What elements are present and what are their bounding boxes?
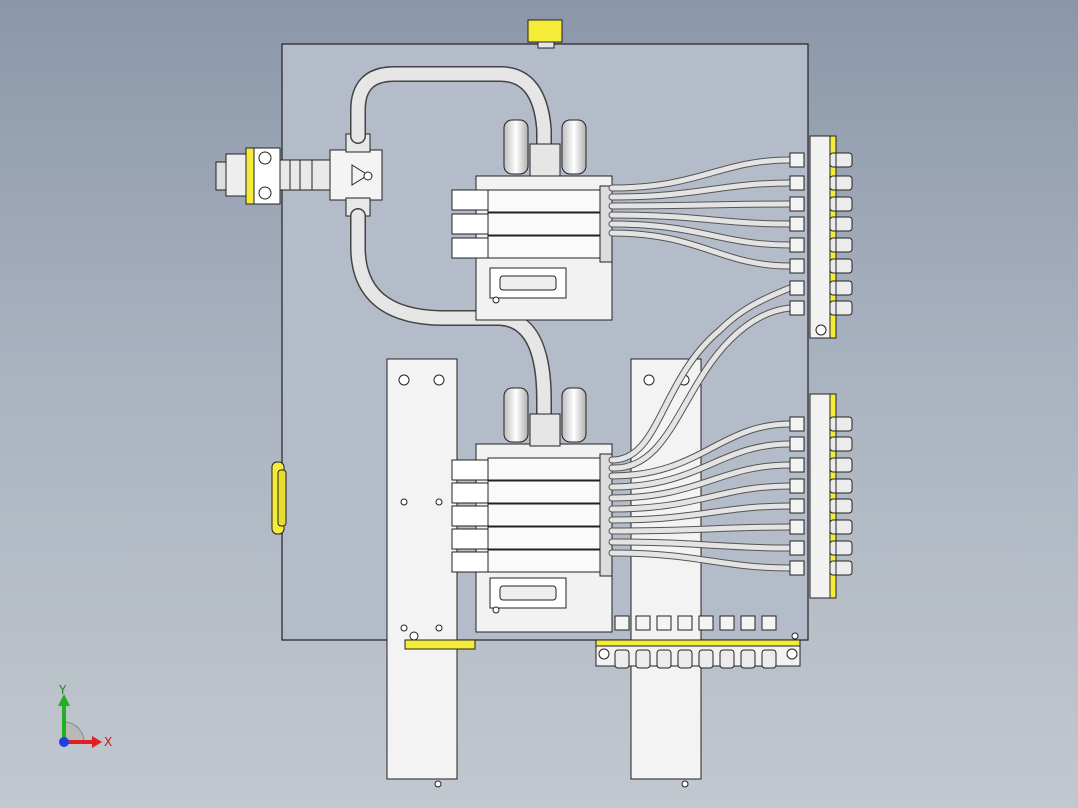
push-in-fitting[interactable] [789, 519, 853, 535]
side-cable-gland[interactable] [271, 461, 287, 535]
push-in-fitting[interactable] [789, 416, 853, 432]
tube [608, 179, 794, 201]
bottom-bracket-left[interactable] [404, 639, 476, 650]
tube [608, 420, 794, 480]
tube [608, 502, 794, 524]
push-in-fitting[interactable] [719, 615, 735, 669]
push-in-fitting[interactable] [656, 615, 672, 669]
push-in-fitting[interactable] [698, 615, 714, 669]
tube [608, 211, 794, 228]
supply-hoses [350, 66, 552, 428]
push-in-fitting[interactable] [789, 560, 853, 576]
push-in-fittings[interactable] [614, 152, 853, 669]
air-inlet-fitting[interactable] [215, 147, 331, 205]
tube [608, 482, 794, 513]
tube [608, 220, 794, 249]
push-in-fitting[interactable] [789, 216, 853, 232]
push-in-fitting[interactable] [740, 615, 756, 669]
tube [608, 440, 794, 491]
push-in-fitting[interactable] [789, 280, 853, 296]
tube [608, 304, 794, 472]
axis-triad: Y X [58, 684, 112, 749]
push-in-fitting[interactable] [677, 615, 693, 669]
push-in-fitting[interactable] [789, 237, 853, 253]
valve-manifold-lower[interactable] [451, 387, 613, 633]
tube [608, 549, 794, 572]
tube [608, 229, 794, 270]
tube [608, 538, 794, 552]
push-in-fitting[interactable] [635, 615, 651, 669]
push-in-fitting[interactable] [789, 152, 853, 168]
push-in-fitting[interactable] [789, 540, 853, 556]
push-in-fitting[interactable] [789, 457, 853, 473]
push-in-fitting[interactable] [789, 498, 853, 514]
tube [608, 156, 794, 192]
tube [608, 461, 794, 502]
push-in-fitting[interactable] [789, 196, 853, 212]
push-in-fitting[interactable] [789, 258, 853, 274]
push-in-fitting[interactable] [789, 300, 853, 316]
tube [608, 523, 794, 535]
push-in-fitting[interactable] [614, 615, 630, 669]
z-axis-dot [59, 737, 69, 747]
tube [608, 284, 794, 464]
mounting-rail-left[interactable] [386, 358, 458, 780]
push-in-fitting[interactable] [789, 436, 853, 452]
pneumatic-tubes [608, 156, 794, 572]
x-axis-label: X [104, 735, 112, 749]
push-in-fitting[interactable] [789, 175, 853, 191]
push-in-fitting[interactable] [761, 615, 777, 669]
y-axis-label: Y [58, 684, 67, 697]
top-lifting-lug[interactable] [527, 19, 563, 49]
mounting-rail-right[interactable] [630, 358, 702, 780]
tube [608, 200, 794, 210]
push-in-fitting[interactable] [789, 478, 853, 494]
